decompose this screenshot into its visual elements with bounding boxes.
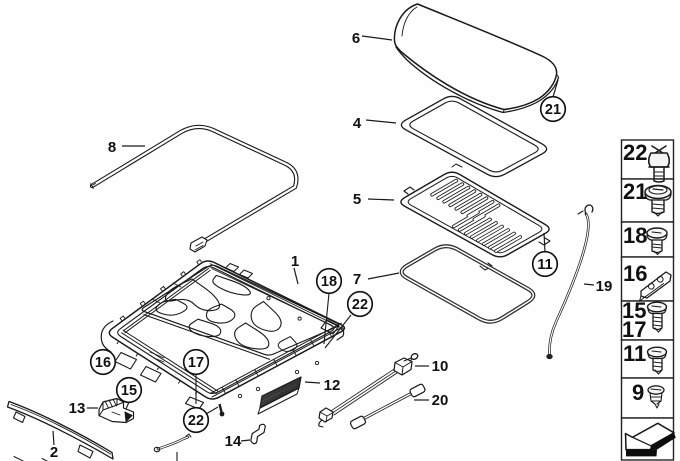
- svg-text:11: 11: [537, 257, 552, 273]
- svg-text:15: 15: [121, 383, 137, 399]
- svg-text:5: 5: [353, 191, 361, 208]
- svg-text:1: 1: [291, 253, 299, 270]
- svg-text:11: 11: [623, 341, 646, 366]
- svg-text:2: 2: [50, 444, 58, 461]
- svg-text:8: 8: [108, 139, 116, 156]
- svg-text:17: 17: [622, 317, 646, 342]
- svg-text:22: 22: [352, 297, 368, 313]
- svg-text:16: 16: [623, 261, 647, 286]
- svg-text:10: 10: [432, 358, 449, 375]
- svg-text:19: 19: [596, 278, 613, 295]
- svg-text:20: 20: [432, 392, 449, 409]
- svg-text:21: 21: [545, 102, 561, 118]
- svg-text:18: 18: [321, 274, 337, 290]
- svg-text:14: 14: [225, 433, 242, 450]
- svg-text:4: 4: [353, 115, 362, 132]
- svg-text:22: 22: [188, 413, 204, 429]
- svg-text:13: 13: [69, 400, 86, 417]
- svg-text:17: 17: [188, 355, 204, 371]
- svg-text:18: 18: [623, 223, 647, 248]
- svg-text:12: 12: [324, 377, 341, 394]
- svg-text:16: 16: [95, 355, 111, 371]
- svg-text:9: 9: [632, 380, 644, 405]
- svg-text:21: 21: [623, 179, 647, 204]
- svg-text:7: 7: [353, 271, 361, 288]
- svg-text:15: 15: [622, 298, 646, 323]
- svg-text:22: 22: [623, 140, 647, 165]
- svg-text:6: 6: [352, 30, 360, 47]
